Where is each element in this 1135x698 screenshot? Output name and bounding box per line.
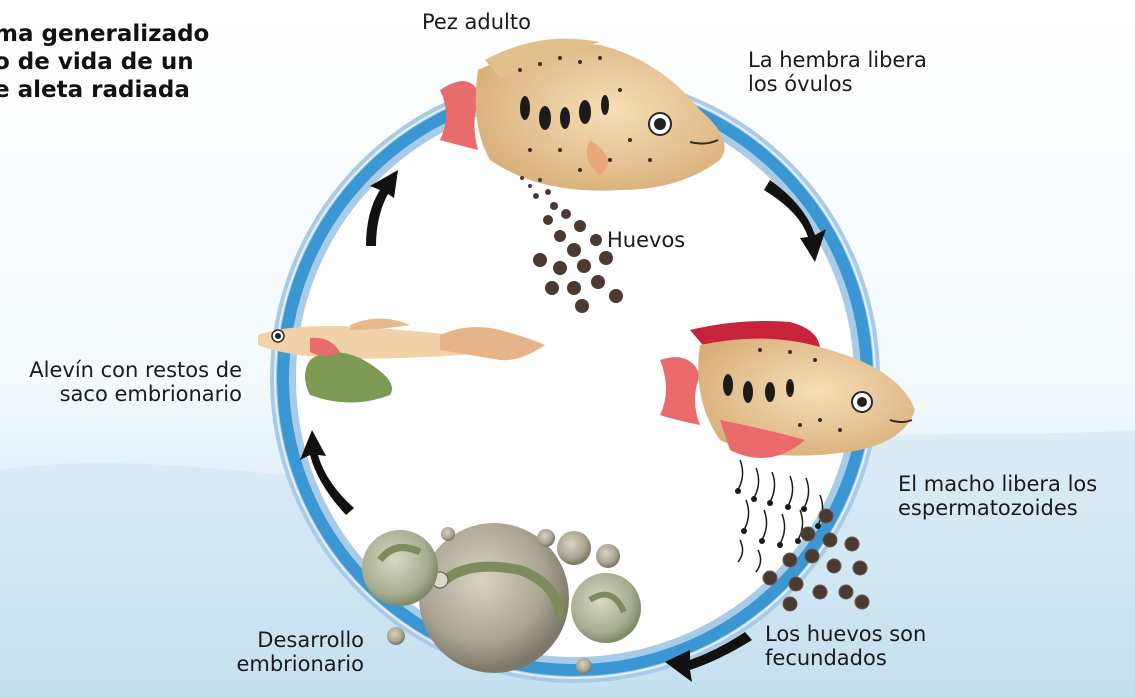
label-eggs: Huevos: [607, 228, 685, 252]
label-male-releases: El macho libera los espermatozoides: [898, 472, 1097, 520]
label-embryonic-development: Desarrollo embrionario: [218, 628, 364, 676]
diagram-title: ma generalizado o de vida de un e aleta …: [0, 20, 209, 104]
label-fry: Alevín con restos de saco embrionario: [8, 358, 242, 406]
label-fertilized-eggs: Los huevos son fecundados: [765, 622, 926, 670]
label-adult-fish: Pez adulto: [422, 10, 531, 34]
label-female-releases: La hembra libera los óvulos: [748, 48, 927, 96]
